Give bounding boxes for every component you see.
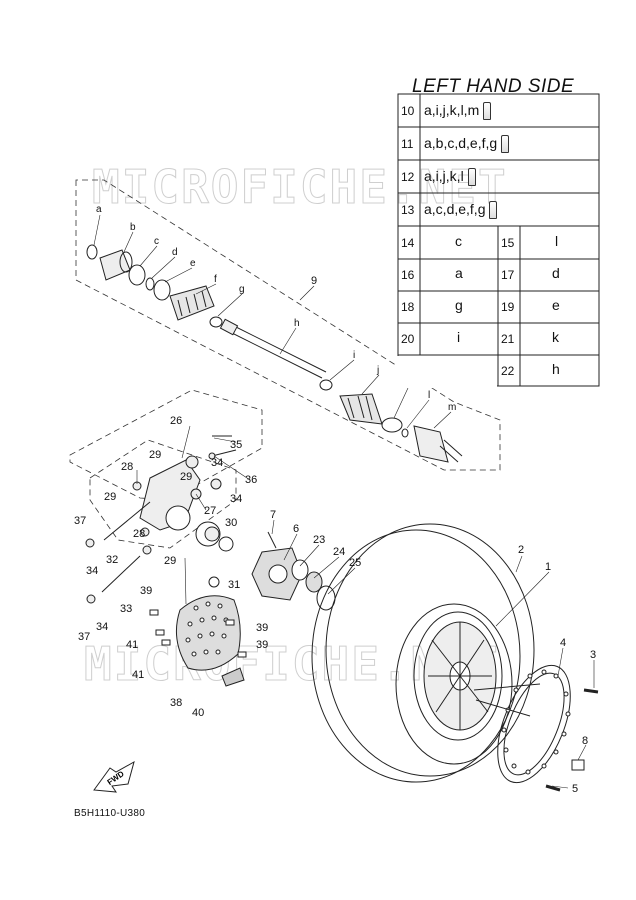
callout-e: e [190,258,196,269]
brake-parts [149,595,247,687]
number-labels: 1 2 3 4 5 6 7 8 23 24 25 26 27 28 28 29 … [74,415,596,795]
callout-37b: 37 [78,631,90,643]
legend-pair-num: 14 [401,236,415,250]
forward-arrow: FWD [93,760,135,793]
callout-31: 31 [228,579,240,591]
legend-row-num: 13 [401,203,415,217]
callout-27: 27 [204,505,216,517]
legend-pair-value: c [455,233,462,249]
callout-9: 9 [311,275,317,287]
callout-39b: 39 [256,622,268,634]
callout-2: 2 [518,544,524,556]
grease-tube-icon [467,168,476,187]
legend-pair-num: 16 [401,268,415,282]
callout-33: 33 [120,603,132,615]
callout-4: 4 [560,637,566,649]
callout-7: 7 [270,509,276,521]
legend-pair-value: k [552,329,559,345]
watermark-top: MICROFICHE.NET [92,160,508,214]
callout-c: c [154,236,159,247]
callout-38: 38 [170,697,182,709]
legend-row-num: 12 [401,170,415,184]
legend-pair-num: 20 [401,332,415,346]
legend-pair-num: 19 [501,300,515,314]
callout-1: 1 [545,561,551,573]
callout-29a: 29 [149,449,161,461]
callout-41a: 41 [126,639,138,651]
callout-29b: 29 [180,471,192,483]
reference-code: B5H1110-U380 [74,808,146,819]
callout-34d: 34 [96,621,108,633]
legend-row-value: a,c,d,e,f,g [424,201,498,220]
legend-title: LEFT HAND SIDE [412,76,575,97]
callout-25: 25 [349,557,361,569]
callout-34b: 34 [230,493,242,505]
letter-leader-lines [93,214,452,429]
legend-pair-value: a [455,265,463,281]
callout-35: 35 [230,439,242,451]
callout-24: 24 [333,546,345,558]
legend-pair-num: 21 [501,332,515,346]
callout-j: j [376,365,379,376]
callout-f: f [214,274,217,285]
callout-28a: 28 [121,461,133,473]
callout-29c: 29 [104,491,116,503]
callout-39a: 39 [140,585,152,597]
legend-row-value: a,b,c,d,e,f,g [424,135,510,154]
grease-tube-icon [489,201,498,220]
legend-pair-num: 18 [401,300,415,314]
driveshaft-parts [86,244,463,463]
callout-29d: 29 [164,555,176,567]
callout-30: 30 [225,517,237,529]
callout-m: m [448,402,456,413]
callout-28b: 28 [133,528,145,540]
callout-32: 32 [106,554,118,566]
callout-l: l [428,390,430,401]
callout-h: h [294,318,300,329]
callout-34c: 34 [86,565,98,577]
callout-23: 23 [313,534,325,546]
callout-3: 3 [590,649,596,661]
hub-parts [208,531,336,611]
callout-i: i [353,350,355,361]
legend-row-num: 11 [401,137,414,151]
callout-g: g [239,284,245,295]
callout-d: d [172,247,178,258]
legend-pair-num: 17 [501,268,515,282]
legend-pair-value: h [552,361,560,377]
legend-pair-value: g [455,297,463,313]
legend-pair-value: i [457,329,461,345]
grease-tube-icon [501,135,510,154]
callout-41b: 41 [132,669,144,681]
callout-26: 26 [170,415,182,427]
legend-pair-value: d [552,265,560,281]
callout-6: 6 [293,523,299,535]
grease-tube-icon [483,102,492,121]
legend-row-value: a,i,j,k,l [424,168,476,187]
callout-b: b [130,222,136,233]
legend-pair-num: 15 [501,236,515,250]
driveshaft-group-outline [75,179,501,471]
legend-pair-value: l [555,233,559,249]
number-leader-lines [136,425,595,789]
legend-pair-num: 22 [501,364,515,378]
knuckle-parts [85,435,237,604]
knuckle-group-outline [69,389,263,501]
callout-37a: 37 [74,515,86,527]
legend-table-grid [397,93,600,387]
wheel-assembly [311,523,599,792]
legend-blank-cell [397,356,497,388]
callout-39c: 39 [256,639,268,651]
callout-40: 40 [192,707,204,719]
callout-8: 8 [582,735,588,747]
legend-pair-value: e [552,297,560,313]
callout-5: 5 [572,783,578,795]
legend-row-num: 10 [401,104,415,118]
callout-a: a [96,204,102,215]
callout-36: 36 [245,474,257,486]
callout-34a: 34 [211,457,223,469]
legend-row-value: a,i,j,k,l,m [424,102,492,121]
